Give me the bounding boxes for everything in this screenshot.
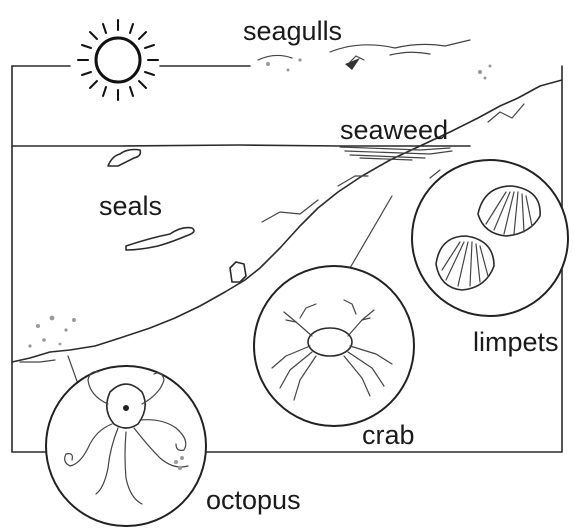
octopus-inset bbox=[46, 366, 206, 526]
sand-texture bbox=[28, 316, 76, 348]
sun-icon bbox=[78, 20, 158, 100]
label-limpets: limpets bbox=[473, 327, 559, 357]
label-crab: crab bbox=[362, 420, 415, 450]
label-octopus: octopus bbox=[206, 485, 301, 515]
label-seals: seals bbox=[99, 191, 162, 221]
crab-inset bbox=[254, 266, 414, 426]
label-seagulls: seagulls bbox=[243, 16, 342, 46]
water-line bbox=[12, 145, 470, 146]
limpets-inset bbox=[412, 160, 568, 316]
label-seaweed: seaweed bbox=[340, 115, 448, 145]
